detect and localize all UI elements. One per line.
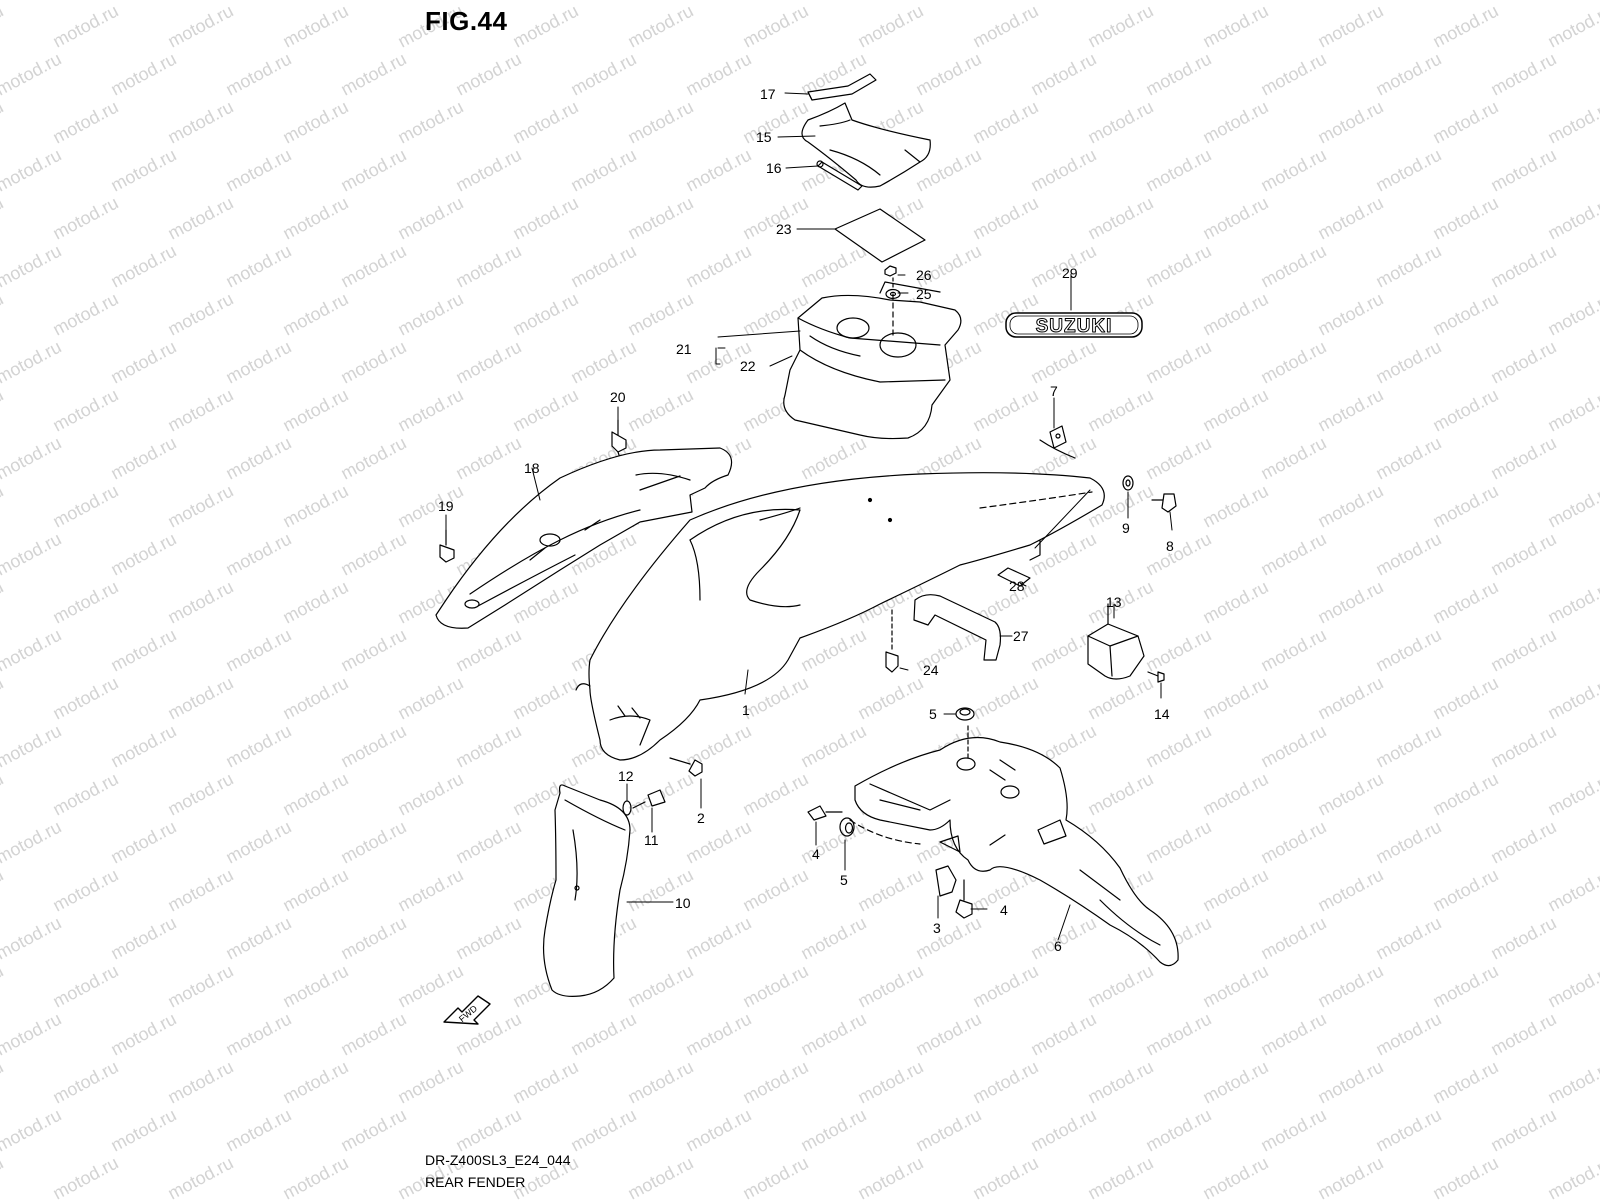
part-9-washer — [1122, 475, 1134, 491]
part-10-mudflap — [542, 784, 631, 997]
callout-25: 25 — [916, 286, 932, 302]
callout-22: 22 — [740, 358, 756, 374]
part-8-bolt — [1151, 493, 1177, 513]
callout-9: 9 — [1122, 520, 1130, 536]
part-29-emblem: SUZUKI — [1005, 312, 1143, 338]
callout-8: 8 — [1166, 538, 1174, 554]
callout-23: 23 — [776, 221, 792, 237]
callout-28: 28 — [1009, 578, 1025, 594]
part-11-bolt — [632, 789, 666, 809]
callout-1: 1 — [742, 702, 750, 718]
callout-19: 19 — [438, 498, 454, 514]
part-16-tool — [816, 160, 863, 191]
callout-13: 13 — [1106, 594, 1122, 610]
part-19-bolt — [439, 529, 455, 563]
part-21-22-tool-case — [783, 277, 962, 440]
callout-21: 21 — [676, 341, 692, 357]
part-2-bolt — [669, 757, 703, 777]
part-17-strap — [807, 73, 877, 101]
part-15-tool-bag — [801, 102, 931, 188]
callout-17: 17 — [760, 86, 776, 102]
callout-4-lower: 4 — [1000, 902, 1008, 918]
part-6-inner-fender — [849, 725, 1179, 967]
part-4-left-bolt — [807, 805, 843, 821]
part-1-rear-fender — [575, 439, 1105, 761]
callout-10: 10 — [675, 895, 691, 911]
part-20-bolt — [611, 419, 627, 459]
callout-12: 12 — [618, 768, 634, 784]
figure-title: FIG.44 — [425, 6, 508, 36]
part-14-screw — [1147, 671, 1165, 683]
callout-26: 26 — [916, 267, 932, 283]
part-5-lower-grommet — [839, 817, 855, 837]
part-12-washer — [622, 800, 632, 816]
part-18-side-cover — [435, 447, 733, 629]
callout-5-lower: 5 — [840, 872, 848, 888]
callout-11: 11 — [644, 832, 659, 848]
diagram-code: DR-Z400SL3_E24_044 — [425, 1152, 571, 1168]
callout-6: 6 — [1054, 938, 1062, 954]
diagram-caption: REAR FENDER — [425, 1174, 526, 1190]
part-24-bolt — [885, 609, 899, 673]
part-4-lower-bolt — [955, 879, 973, 919]
part-3-bracket — [935, 865, 957, 897]
callout-15: 15 — [756, 129, 772, 145]
callout-24: 24 — [923, 662, 939, 678]
callout-27: 27 — [1013, 628, 1029, 644]
part-28-pad — [997, 567, 1031, 587]
fwd-arrow-icon: FWD — [443, 995, 491, 1025]
part-27-handle — [913, 594, 1002, 661]
callout-29: 29 — [1062, 265, 1078, 281]
callout-5-upper: 5 — [929, 706, 937, 722]
callout-2: 2 — [697, 810, 705, 826]
callout-20: 20 — [610, 389, 626, 405]
part-7-clip — [1049, 425, 1067, 449]
emblem-suzuki-text: SUZUKI — [1036, 316, 1113, 337]
callout-7: 7 — [1050, 383, 1058, 399]
leader-lines — [445, 92, 1173, 941]
part-5-upper-grommet — [955, 707, 975, 721]
part-23-manual — [834, 208, 926, 263]
callout-16: 16 — [766, 160, 782, 176]
part-26-nut — [884, 265, 897, 277]
callout-18: 18 — [524, 460, 540, 476]
part-13-relay — [1087, 603, 1145, 680]
callout-3: 3 — [933, 920, 941, 936]
callout-4-left: 4 — [812, 846, 820, 862]
callout-14: 14 — [1154, 706, 1170, 722]
